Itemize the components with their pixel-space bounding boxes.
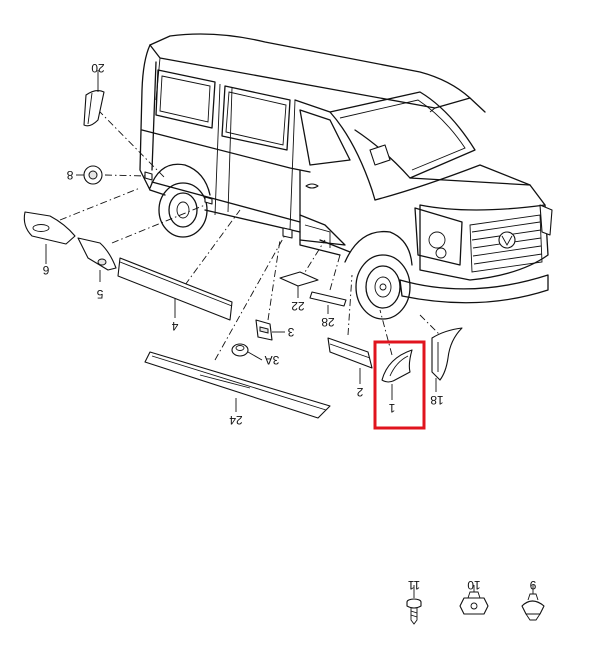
label-28: 28 <box>321 315 335 329</box>
part-22 <box>279 271 319 298</box>
fastener-9 <box>521 585 545 621</box>
label-22: 22 <box>291 299 305 313</box>
label-24: 24 <box>229 413 243 427</box>
label-6: 6 <box>42 263 49 277</box>
highlight-box-part-1 <box>373 340 426 430</box>
part-24 <box>144 351 331 419</box>
label-18: 18 <box>430 393 444 407</box>
label-20: 20 <box>91 61 105 75</box>
label-3a: 3A <box>265 353 280 367</box>
label-11: 11 <box>407 578 420 592</box>
part-8 <box>76 165 103 185</box>
part-4 <box>117 257 233 321</box>
part-6 <box>23 211 76 264</box>
fastener-11 <box>406 585 422 625</box>
assembly-lines <box>59 109 446 361</box>
part-5 <box>77 237 117 282</box>
part-28 <box>309 291 347 314</box>
label-4: 4 <box>171 319 178 333</box>
label-8: 8 <box>66 168 73 182</box>
part-18 <box>431 327 463 392</box>
part-1 <box>381 349 413 400</box>
fastener-10 <box>459 585 489 615</box>
part-20 <box>83 70 105 127</box>
van-illustration <box>139 33 553 320</box>
label-3: 3 <box>287 325 294 339</box>
label-5: 5 <box>96 287 103 301</box>
label-9: 9 <box>529 578 536 592</box>
label-10: 10 <box>467 578 481 592</box>
callout-labels: 20 8 6 5 4 3 3A 22 28 24 2 1 18 11 10 9 <box>42 61 536 592</box>
part-2 <box>327 337 373 384</box>
part-3 <box>255 319 285 341</box>
label-1: 1 <box>388 401 395 415</box>
label-2: 2 <box>356 385 363 399</box>
part-3a <box>231 343 263 361</box>
